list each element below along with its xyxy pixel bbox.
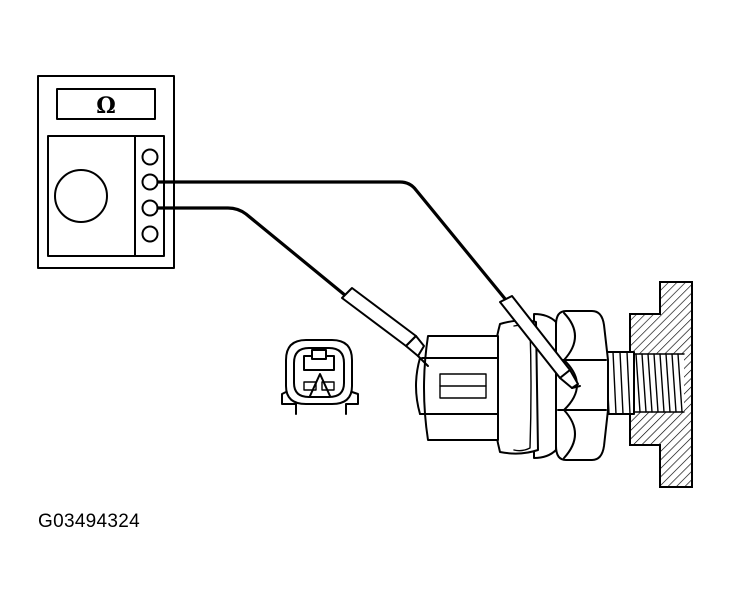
connector-foot-left (281, 391, 297, 415)
meter-display (56, 88, 156, 120)
connector-face-inner (293, 347, 345, 398)
hex-nut (555, 310, 609, 461)
meter-jack-1[interactable] (141, 148, 159, 166)
test-lead-wire-upper (156, 180, 508, 302)
meter-jack-3[interactable] (141, 199, 159, 217)
connector-foot-right (345, 391, 359, 415)
probe-back (341, 287, 429, 367)
wall-thread (631, 353, 685, 413)
connector-housing (423, 335, 499, 441)
connector-end-view (281, 339, 359, 415)
test-leads (156, 180, 508, 302)
meter-jack-4[interactable] (141, 225, 159, 243)
ohm-symbol: Ω (96, 93, 116, 119)
meter-jack-2[interactable] (141, 173, 159, 191)
pressure-switch (415, 310, 635, 461)
probe-front (499, 295, 581, 389)
connector-face-outer (285, 339, 353, 405)
test-lead-wire-lower (156, 206, 348, 298)
figure-code: G03494324 (38, 511, 141, 532)
meter-dial[interactable] (54, 169, 108, 223)
connector-keyway (309, 373, 331, 397)
ohmmeter: Ω (37, 75, 175, 269)
test-probes (341, 287, 581, 389)
mounting-wall (629, 281, 693, 488)
connector-latch (311, 349, 327, 360)
